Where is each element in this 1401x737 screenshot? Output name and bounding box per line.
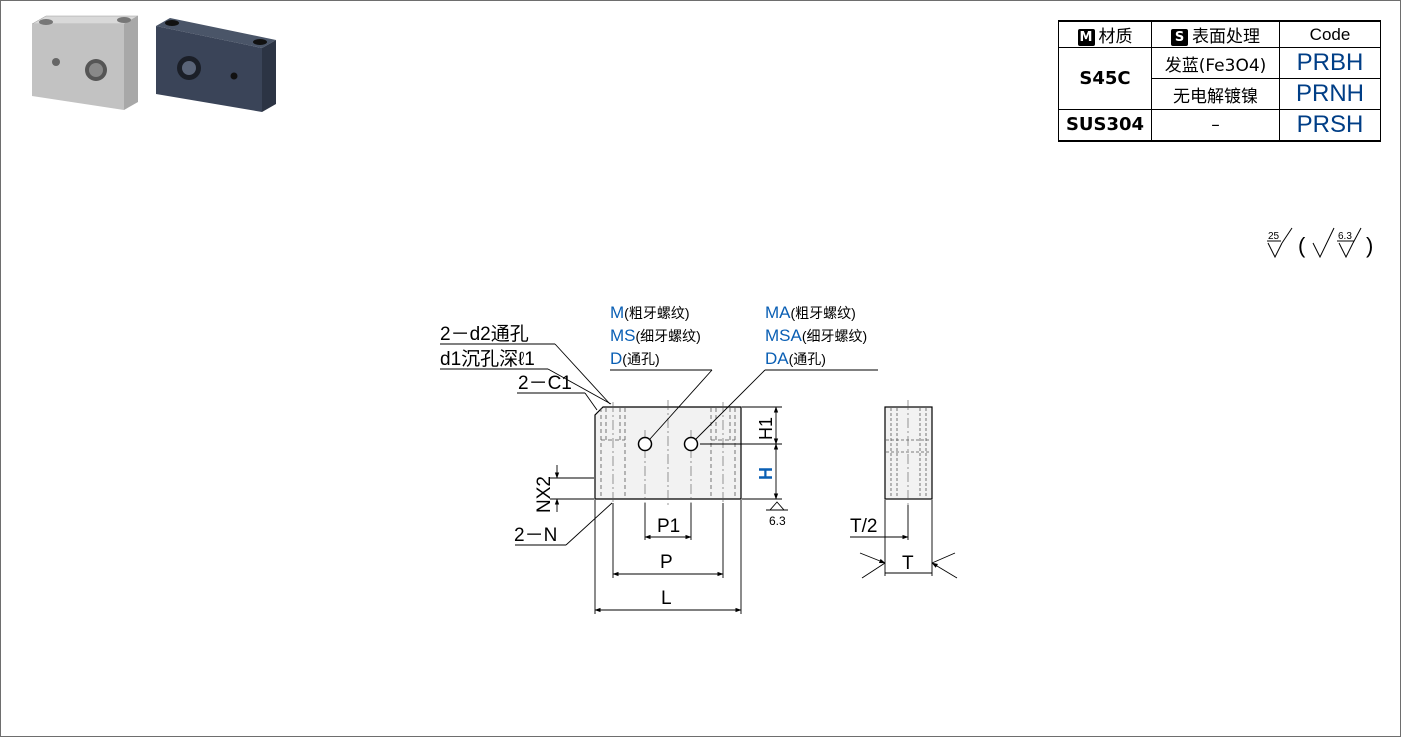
spec-row: SUS304 – PRSH	[1058, 109, 1381, 142]
surface-cell: 无电解镀镍	[1151, 78, 1280, 110]
silver-block-image	[31, 15, 139, 110]
code-cell: PRNH	[1279, 78, 1381, 110]
material-badge: M	[1077, 29, 1095, 46]
svg-text:25: 25	[1268, 231, 1280, 242]
svg-text:D(通孔): D(通孔)	[610, 349, 660, 368]
surface-mark-label: 6.3	[769, 514, 786, 528]
black-block-image	[156, 18, 276, 112]
svg-text:MSA(细牙螺纹): MSA(细牙螺纹)	[765, 326, 867, 345]
nx2-label: NX2	[534, 476, 555, 513]
counterbore-label: d1沉孔深ℓ1	[440, 348, 535, 370]
drawing-labels: 2－d2通孔 d1沉孔深ℓ1 2－C1 2－N NX2 M(粗牙螺纹) MS(细…	[440, 303, 914, 609]
material-cell: SUS304	[1058, 109, 1152, 142]
spec-row: 无电解镀镍 PRNH	[1059, 78, 1381, 110]
svg-text:MS(细牙螺纹): MS(细牙螺纹)	[610, 326, 701, 345]
dim-h1: H1	[756, 417, 776, 440]
svg-text:6.3: 6.3	[1338, 231, 1352, 242]
product-photos	[31, 15, 276, 112]
code-cell: PRBH	[1279, 47, 1381, 79]
svg-text:M(粗牙螺纹): M(粗牙螺纹)	[610, 303, 690, 322]
right-thread-callout: MA(粗牙螺纹) MSA(细牙螺纹) DA(通孔)	[765, 303, 867, 368]
n-holes-label: 2－N	[514, 525, 557, 546]
spec-row: S45C 发蓝(Fe3O4) PRBH	[1058, 47, 1381, 110]
dimension-lines	[440, 343, 958, 614]
svg-text:): )	[1366, 233, 1373, 258]
through-hole-label: 2－d2通孔	[440, 323, 529, 345]
dim-l: L	[661, 588, 672, 609]
surface-badge: S	[1171, 29, 1188, 46]
thread-hole-left	[637, 436, 653, 452]
dim-p1: P1	[657, 516, 680, 537]
code-cell: PRSH	[1279, 109, 1381, 142]
svg-text:MA(粗牙螺纹): MA(粗牙螺纹)	[765, 303, 856, 322]
dim-t-half: T/2	[850, 516, 877, 537]
svg-text:DA(通孔): DA(通孔)	[765, 349, 826, 368]
svg-text:(: (	[1298, 233, 1306, 258]
thread-hole-right	[683, 436, 699, 452]
chamfer-label: 2－C1	[518, 373, 572, 394]
header-code: Code	[1279, 20, 1381, 48]
dim-h: H	[756, 467, 776, 480]
dim-t: T	[902, 553, 914, 574]
side-view	[884, 400, 933, 505]
left-thread-callout: M(粗牙螺纹) MS(细牙螺纹) D(通孔)	[610, 303, 701, 368]
surface-cell: 发蓝(Fe3O4)	[1151, 47, 1280, 79]
material-cell: S45C	[1058, 47, 1152, 110]
surface-cell: –	[1151, 109, 1280, 142]
roughness-symbol: 25 ( 6.3 )	[1267, 227, 1373, 259]
dim-p: P	[660, 552, 673, 573]
